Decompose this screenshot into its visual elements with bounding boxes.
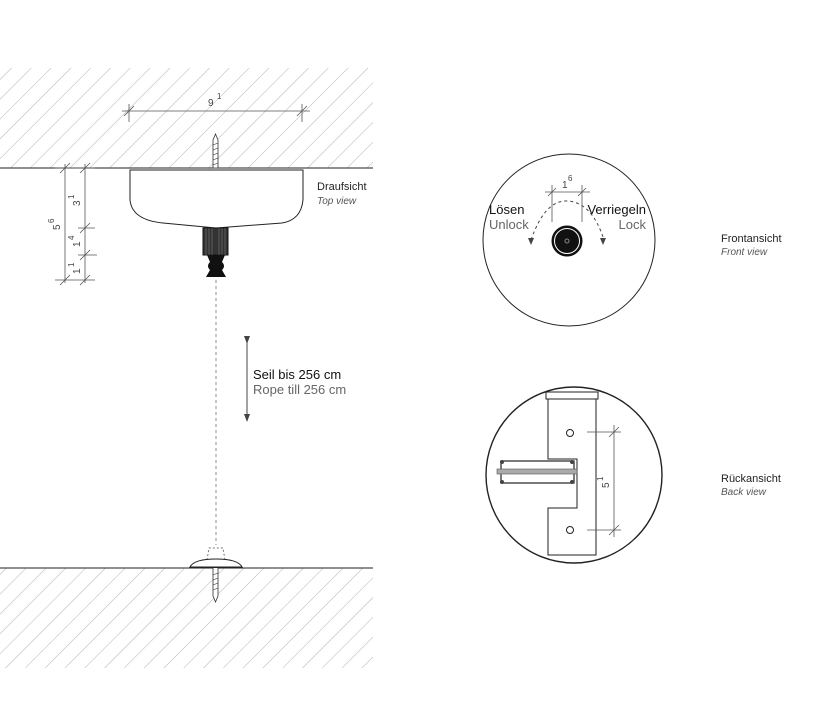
knob-height-sup: 4 bbox=[67, 235, 76, 240]
top-view-drawing bbox=[129, 132, 304, 277]
height-dimensions bbox=[55, 162, 97, 286]
back-view-label-en: Back view bbox=[721, 487, 767, 498]
back-view-drawing bbox=[485, 386, 663, 564]
width-dim-value: 9 bbox=[208, 98, 214, 109]
floor-anchor bbox=[189, 547, 243, 604]
front-view-drawing bbox=[482, 153, 656, 327]
top-view-label-de: Draufsicht bbox=[317, 181, 367, 193]
total-height-value: 5 bbox=[52, 224, 63, 230]
key-width-value: 1 bbox=[562, 180, 568, 191]
unlock-label-en: Unlock bbox=[489, 217, 529, 232]
hole-spacing-value: 5 bbox=[601, 482, 612, 488]
top-view-label-en: Top view bbox=[317, 196, 357, 207]
width-dim-sup: 1 bbox=[217, 92, 222, 101]
front-view-label-de: Frontansicht bbox=[721, 233, 782, 245]
width-dimension bbox=[122, 104, 310, 122]
lock-label-en: Lock bbox=[619, 217, 647, 232]
spool-height-sup: 1 bbox=[67, 262, 76, 267]
hole-spacing-sup: 1 bbox=[596, 476, 605, 481]
rope-label-en: Rope till 256 cm bbox=[253, 382, 346, 397]
total-height-sup: 6 bbox=[47, 218, 56, 223]
spool-height-value: 1 bbox=[72, 268, 83, 274]
lock-label-de: Verriegeln bbox=[587, 202, 646, 217]
rope-label-de: Seil bis 256 cm bbox=[253, 367, 341, 382]
knob-height-value: 1 bbox=[72, 241, 83, 247]
front-view-label-en: Front view bbox=[721, 247, 768, 258]
unlock-label-de: Lösen bbox=[489, 202, 524, 217]
body-height-sup: 1 bbox=[67, 194, 76, 199]
back-view-label-de: Rückansicht bbox=[721, 473, 781, 485]
key-width-sup: 6 bbox=[568, 174, 573, 183]
body-height-value: 3 bbox=[72, 200, 83, 206]
floor bbox=[0, 567, 373, 668]
ceiling bbox=[0, 68, 373, 169]
